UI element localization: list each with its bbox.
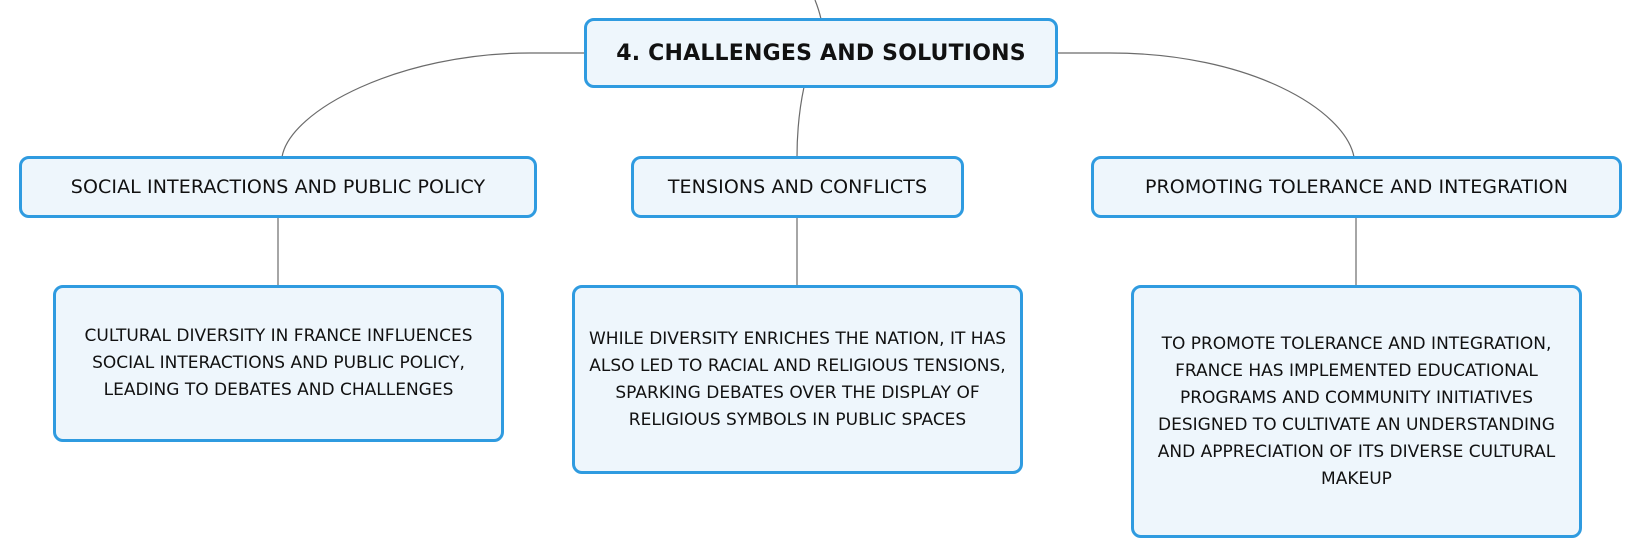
root-title: 4. CHALLENGES AND SOLUTIONS xyxy=(616,40,1026,66)
topic-node-promoting-tolerance[interactable]: PROMOTING TOLERANCE AND INTEGRATION xyxy=(1091,156,1622,218)
topic-title: TENSIONS AND CONFLICTS xyxy=(667,176,928,198)
topic-node-social-interactions[interactable]: SOCIAL INTERACTIONS AND PUBLIC POLICY xyxy=(19,156,537,218)
root-node[interactable]: 4. CHALLENGES AND SOLUTIONS xyxy=(584,18,1058,88)
topic-title: SOCIAL INTERACTIONS AND PUBLIC POLICY xyxy=(70,176,486,198)
topic-title: PROMOTING TOLERANCE AND INTEGRATION xyxy=(1144,176,1569,198)
topic-node-tensions-and-conflicts[interactable]: TENSIONS AND CONFLICTS xyxy=(631,156,964,218)
detail-text: CULTURAL DIVERSITY IN FRANCE INFLUENCES … xyxy=(84,326,473,400)
connector-root-to-tensions xyxy=(796,86,805,158)
detail-node-tensions-and-conflicts[interactable]: WHILE DIVERSITY ENRICHES THE NATION, IT … xyxy=(572,285,1023,474)
detail-text: TO PROMOTE TOLERANCE AND INTEGRATION, FR… xyxy=(1157,333,1556,489)
detail-node-promoting-tolerance[interactable]: TO PROMOTE TOLERANCE AND INTEGRATION, FR… xyxy=(1131,285,1582,538)
connector-root-to-social-interactions xyxy=(281,52,586,158)
detail-text: WHILE DIVERSITY ENRICHES THE NATION, IT … xyxy=(588,328,1006,430)
connector-root-to-promoting-tolerance xyxy=(1058,52,1355,158)
detail-node-social-interactions[interactable]: CULTURAL DIVERSITY IN FRANCE INFLUENCES … xyxy=(53,285,504,442)
connector-from-parent xyxy=(814,0,822,20)
